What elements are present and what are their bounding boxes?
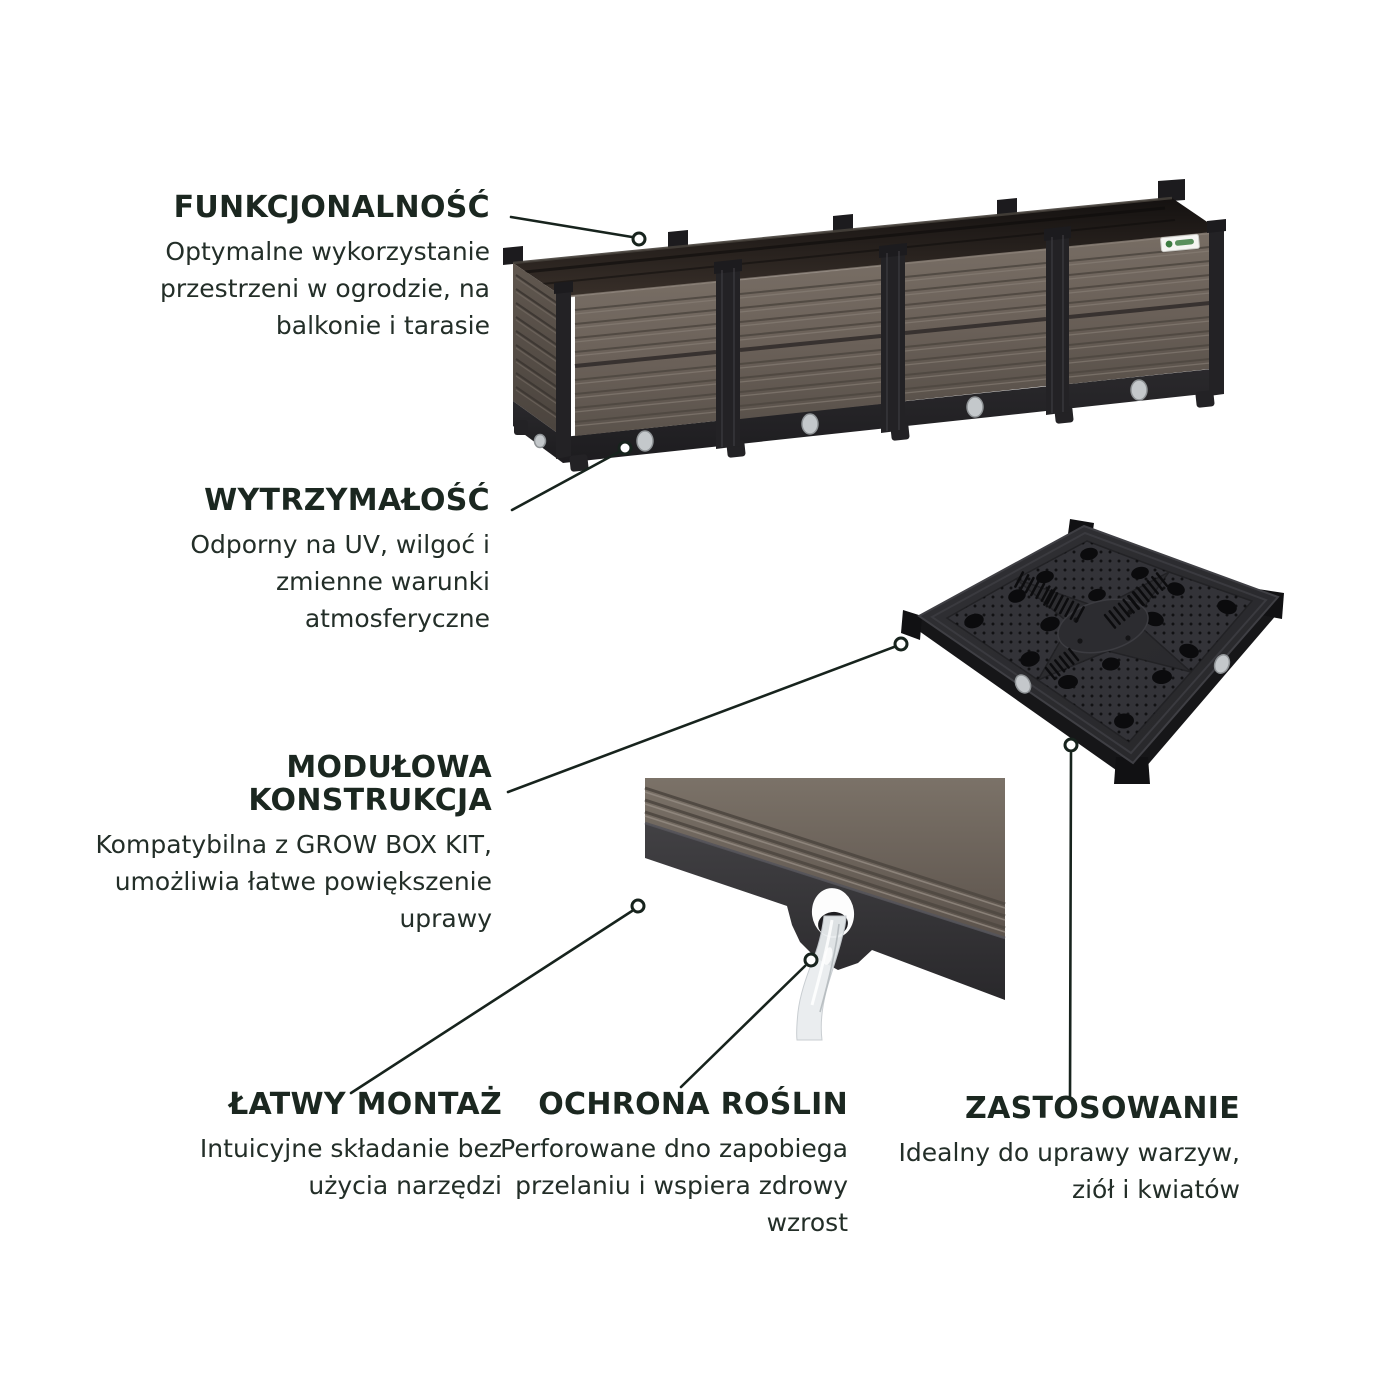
feature-latwy-montaz-description: Intuicyjne składanie bez użycia narzędzi	[199, 1134, 502, 1200]
connector-zastosowanie	[1063, 737, 1079, 1101]
connector-funkcjonalnosc	[509, 215, 647, 247]
brand-label	[1160, 233, 1200, 253]
feature-wytrzymalosc: WYTRZYMAŁOŚĆ Odporny na UV, wilgoć i zmi…	[110, 484, 490, 637]
feature-ochrona-roslin-description: Perforowane dno zapobiega przelaniu i ws…	[500, 1134, 848, 1237]
feature-modulowa-konstrukcja-title: MODUŁOWA KONSTRUKCJA	[248, 750, 492, 818]
connector-wytrzymalosc	[510, 440, 633, 512]
feature-latwy-montaz-title: ŁATWY MONTAŻ	[228, 1087, 502, 1122]
drainage-closeup-image	[643, 778, 1007, 1041]
feature-latwy-montaz: ŁATWY MONTAŻ Intuicyjne składanie bez uż…	[122, 1088, 502, 1204]
feature-modulowa-konstrukcja-description: Kompatybilna z GROW BOX KIT, umożliwia ł…	[95, 830, 492, 933]
connector-ochrona-roslin	[679, 952, 819, 1089]
feature-wytrzymalosc-description: Odporny na UV, wilgoć i zmienne warunki …	[190, 530, 490, 633]
feature-funkcjonalnosc-title: FUNKCJONALNOŚĆ	[173, 190, 490, 225]
connector-modulowa-konstrukcja	[506, 636, 909, 794]
feature-modulowa-konstrukcja: MODUŁOWA KONSTRUKCJA Kompatybilna z GROW…	[72, 751, 492, 937]
feature-zastosowanie-description: Idealny do uprawy warzyw, ziół i kwiatów	[898, 1138, 1240, 1204]
feature-ochrona-roslin: OCHRONA ROŚLIN Perforowane dno zapobiega…	[448, 1088, 848, 1241]
feature-wytrzymalosc-title: WYTRZYMAŁOŚĆ	[204, 483, 490, 518]
connector-latwy-montaz	[349, 898, 646, 1095]
feature-ochrona-roslin-title: OCHRONA ROŚLIN	[538, 1087, 848, 1122]
feature-zastosowanie-title: ZASTOSOWANIE	[965, 1091, 1240, 1126]
feature-funkcjonalnosc: FUNKCJONALNOŚĆ Optymalne wykorzystanie p…	[110, 191, 490, 344]
perforated-base-plate-image	[901, 519, 1284, 784]
feature-zastosowanie: ZASTOSOWANIE Idealny do uprawy warzyw, z…	[840, 1092, 1240, 1208]
feature-funkcjonalnosc-description: Optymalne wykorzystanie przestrzeni w og…	[160, 237, 490, 340]
planter-box-4-modules-image	[503, 179, 1226, 472]
